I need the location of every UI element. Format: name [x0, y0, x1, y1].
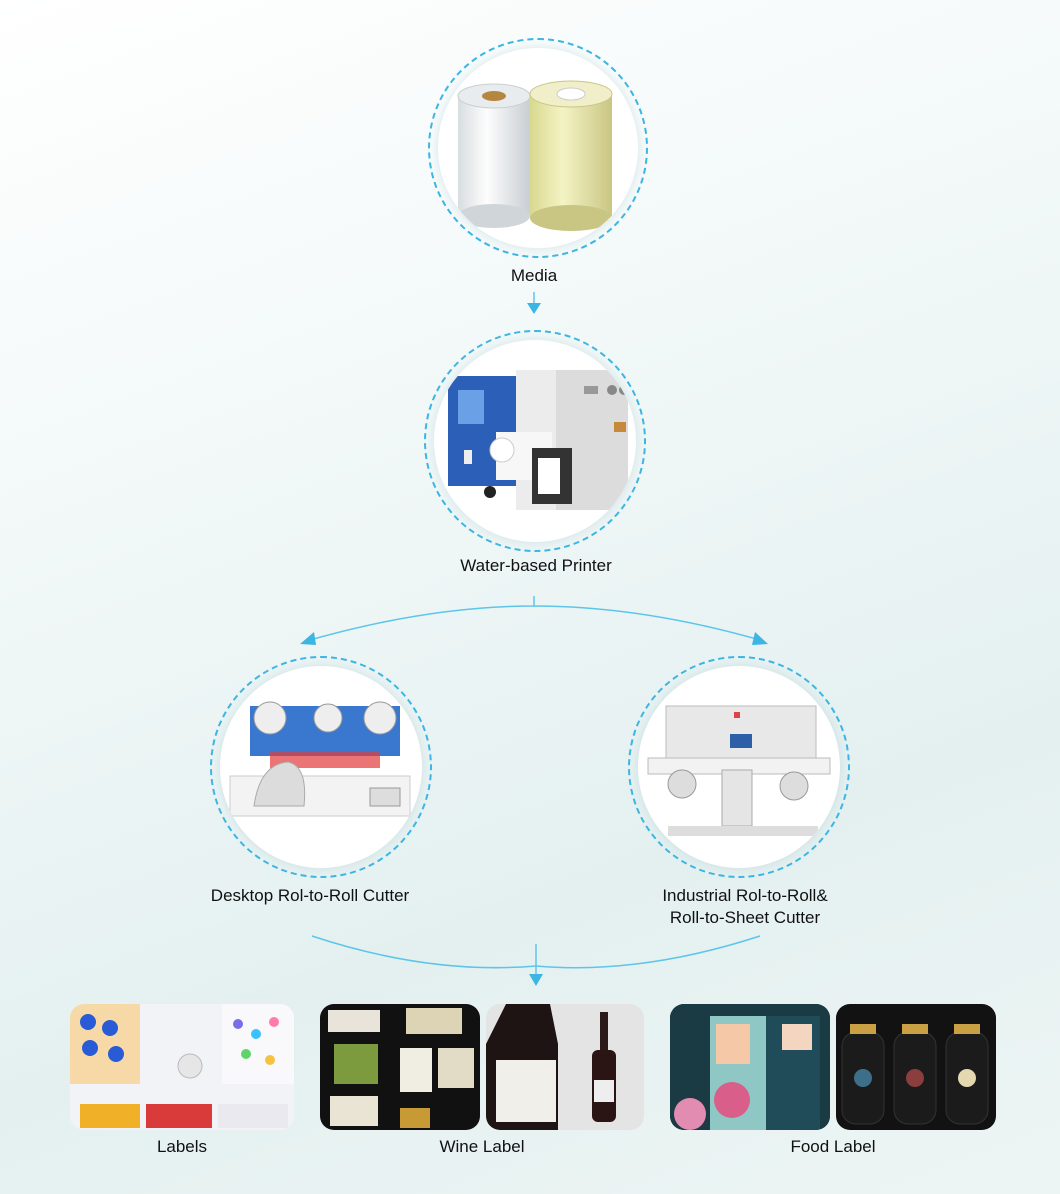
wine-labels-image: [320, 1004, 480, 1130]
desktop-cutter-image: [220, 666, 422, 868]
food-labels-icon: [670, 1004, 830, 1130]
label-rolls-icon: [70, 1004, 294, 1128]
arrow-printer-to-industrial: [533, 605, 761, 641]
arrowhead-left-icon: [300, 632, 316, 645]
media-label: Media: [510, 266, 558, 285]
printer-label: Water-based Printer: [460, 556, 612, 575]
industrial-cutter-label-line2: Roll-to-Sheet Cutter: [669, 908, 821, 927]
arrowhead-down-icon: [529, 974, 543, 986]
wine-label-label: Wine Label: [439, 1137, 525, 1156]
labels-image: [70, 1004, 294, 1130]
desktop-cutter-label: Desktop Rol-to-Roll Cutter: [210, 886, 410, 905]
media-image: [438, 48, 638, 248]
media-rolls-icon: [457, 80, 613, 231]
food-cans-icon: [841, 1024, 989, 1125]
wine-bottle-icon: [486, 1004, 616, 1130]
desktop-cutter-icon: [229, 701, 411, 817]
printer-image: [434, 340, 636, 542]
arrowhead-right-icon: [752, 632, 768, 645]
food-label-label: Food Label: [790, 1137, 876, 1156]
food-labels-image: [670, 1004, 830, 1130]
industrial-cutter-icon: [647, 705, 831, 836]
industrial-cutter-label-line1: Industrial Rol-to-Roll&: [662, 886, 828, 905]
wine-labels-icon: [328, 1008, 474, 1128]
food-cans-image: [836, 1004, 996, 1130]
arrowhead-down-icon: [527, 303, 541, 314]
labels-label: Labels: [156, 1137, 208, 1156]
industrial-cutter-image: [638, 666, 840, 868]
industrial-cutter-label: Industrial Rol-to-Roll& Roll-to-Sheet Cu…: [600, 885, 890, 929]
wine-bottles-image: [486, 1004, 644, 1130]
printer-icon: [448, 370, 629, 510]
arrow-printer-to-desktop: [309, 596, 535, 641]
